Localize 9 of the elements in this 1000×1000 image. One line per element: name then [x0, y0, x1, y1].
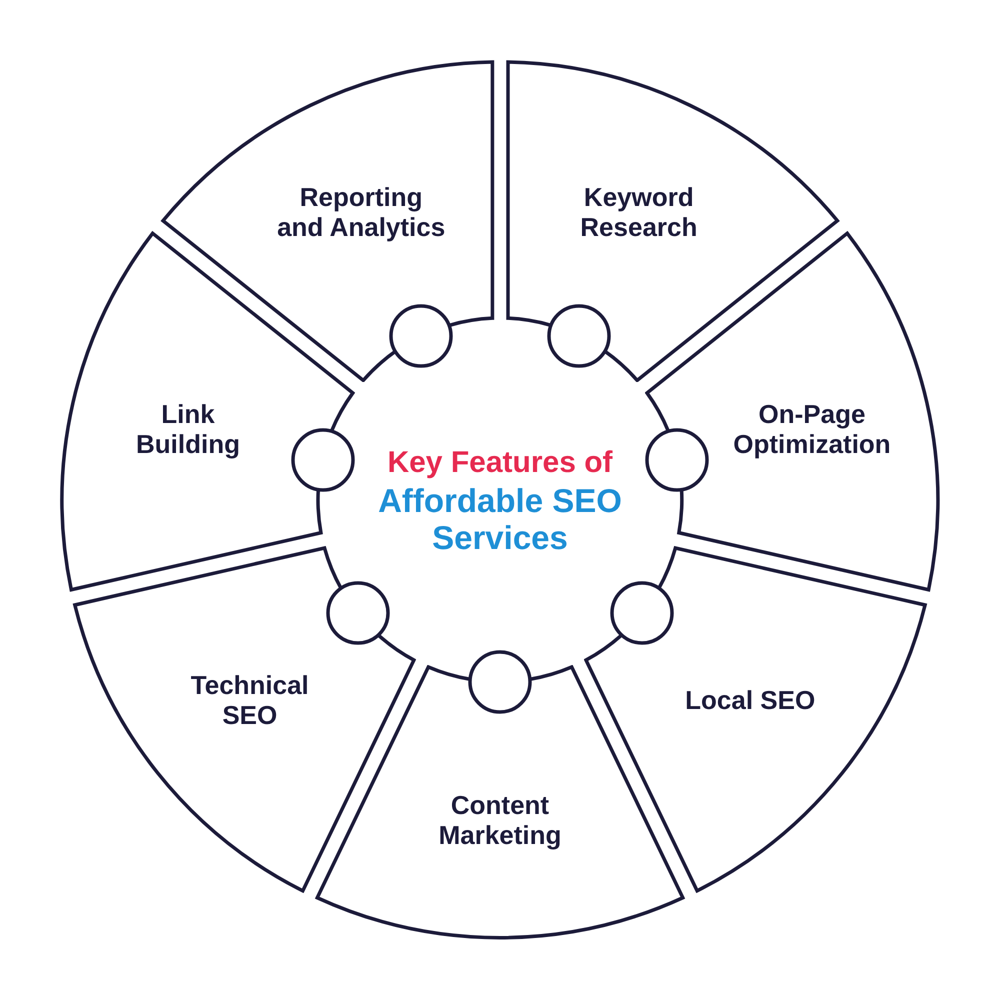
segment-label: On-Page Optimization [732, 398, 892, 459]
hub-heading: Key Features of [387, 445, 613, 481]
segment-label: Keyword Research [579, 182, 698, 242]
hub-title: Affordable SEO Services [377, 482, 623, 556]
segment-label: Technical SEO [190, 670, 310, 730]
segment-label: Content Marketing [438, 790, 562, 850]
segment-label: Reporting and Analytics [276, 182, 446, 242]
segment-label: Local SEO [684, 684, 816, 714]
segment-label: Link Building [135, 398, 241, 459]
